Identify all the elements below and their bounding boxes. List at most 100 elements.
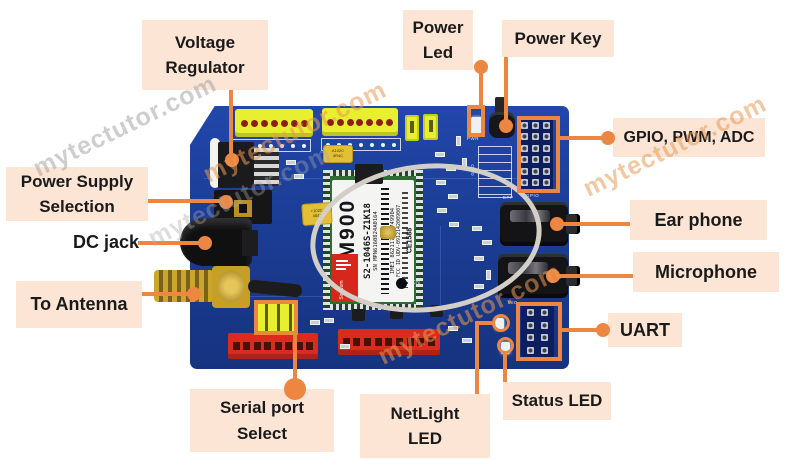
line-to-antenna xyxy=(140,292,190,296)
dc-jack-body xyxy=(242,230,258,256)
logo-bar xyxy=(336,264,351,266)
smd-pad xyxy=(436,180,446,185)
smd-transistor xyxy=(430,305,443,317)
tantalum-capacitor: A102C 4R4C xyxy=(323,145,353,163)
dot-dc-jack xyxy=(198,236,212,250)
jumper-cap xyxy=(405,115,419,141)
label-to-antenna: To Antenna xyxy=(16,281,142,328)
smd-pad xyxy=(448,326,458,331)
label-power-led: Power Led xyxy=(403,10,473,70)
jumper-cap xyxy=(423,114,438,140)
mounting-hole xyxy=(396,278,407,289)
dot-uart xyxy=(596,323,610,337)
epp-silkscreen: EPP xyxy=(503,195,514,200)
uart-header xyxy=(521,304,554,359)
label-power-supply-selection: Power Supply Selection xyxy=(6,167,148,221)
outline-serial-select xyxy=(254,300,298,335)
smd-pad xyxy=(486,270,491,280)
dot-gpio-pwm-adc xyxy=(601,131,615,145)
smd-pad xyxy=(456,136,461,146)
outline-uart-header xyxy=(516,302,562,361)
serial-select-jumpers xyxy=(256,302,296,334)
smd-transistor xyxy=(390,307,403,319)
logo-bar xyxy=(336,268,346,270)
label-ear-phone: Ear phone xyxy=(630,200,767,240)
terminal-contacts xyxy=(235,109,313,137)
red-header-left xyxy=(228,333,318,359)
smd-pad xyxy=(294,174,304,179)
smd-ic xyxy=(355,164,383,184)
line-netlight-led xyxy=(475,321,479,395)
module-barcode xyxy=(381,188,389,294)
sma-threads xyxy=(154,270,214,302)
module-castellations xyxy=(330,304,416,310)
module-barcode xyxy=(402,192,408,288)
logo-bar xyxy=(336,260,348,262)
power-key-stem xyxy=(495,97,505,119)
smd-pad xyxy=(310,320,320,325)
screw-terminal-block xyxy=(235,109,313,137)
line-gpio-pwm-adc xyxy=(558,136,606,140)
smd-pad xyxy=(435,152,445,157)
line-serial-port-select xyxy=(293,333,297,383)
terminal-contacts xyxy=(322,108,398,136)
smd-pad xyxy=(448,194,458,199)
screw-terminal-block xyxy=(322,108,398,136)
dot-ear-phone xyxy=(550,217,564,231)
antenna-cable xyxy=(247,279,303,298)
header-holes xyxy=(338,329,440,355)
regulator-heatsink-fins xyxy=(254,148,279,186)
dot-microphone xyxy=(546,269,560,283)
label-netlight-led: NetLight LED xyxy=(360,394,490,458)
dot-power-led xyxy=(474,60,488,74)
gpio-pinout-table xyxy=(478,146,512,198)
line-power-led xyxy=(479,70,483,108)
dot-voltage-regulator xyxy=(225,153,239,167)
label-voltage-regulator: Voltage Regulator xyxy=(142,20,268,90)
smd-pad xyxy=(462,338,472,343)
line-power-supply-selection xyxy=(146,199,222,203)
dot-power-key xyxy=(499,119,513,133)
smd-pad xyxy=(482,240,492,245)
smd-pad xyxy=(472,226,482,231)
outline-gpio-header xyxy=(517,116,560,193)
red-header-right xyxy=(338,329,440,355)
smd-pad xyxy=(446,166,456,171)
gpio-silkscreen: GPIO xyxy=(526,193,540,198)
module-castellations xyxy=(416,170,423,310)
dot-serial-port-select xyxy=(284,378,306,400)
line-dc-jack xyxy=(138,241,200,245)
line-uart xyxy=(560,328,600,332)
smd-pad xyxy=(462,158,467,168)
sim-holder-edge xyxy=(210,138,220,188)
mic-silkscreen: MIC xyxy=(508,300,518,305)
module-castellations xyxy=(323,170,330,310)
jumper-pin xyxy=(239,204,247,213)
dot-power-supply-selection xyxy=(219,195,233,209)
smd-pad xyxy=(474,256,484,261)
header-holes xyxy=(228,333,318,359)
pcb-trace xyxy=(440,226,441,316)
label-status-led: Status LED xyxy=(503,382,611,420)
line-microphone xyxy=(557,274,634,278)
gpio-header xyxy=(517,117,553,191)
label-power-key: Power Key xyxy=(502,20,614,57)
smd-pad xyxy=(324,318,334,323)
smd-pad xyxy=(449,222,459,227)
label-dc-jack: DC jack xyxy=(72,231,140,252)
smd-pad xyxy=(340,344,350,349)
label-microphone: Microphone xyxy=(633,252,779,292)
pcb-board: ANT SIM900 S2-1046S-Z1K18 SN MPN6160824A… xyxy=(154,97,580,369)
label-gpio-pwm-adc: GPIO, PWM, ADC xyxy=(613,118,765,157)
line-netlight-led xyxy=(475,321,495,325)
smd-pad xyxy=(286,160,296,165)
line-ear-phone xyxy=(561,222,631,226)
smd-pad xyxy=(474,284,484,289)
power-led xyxy=(471,117,482,134)
label-serial-port-select: Serial port Select xyxy=(190,389,334,452)
label-uart: UART xyxy=(608,313,682,347)
line-voltage-regulator xyxy=(229,88,233,156)
header-hole-row xyxy=(321,138,401,151)
cn-silkscreen: CN xyxy=(412,280,421,286)
